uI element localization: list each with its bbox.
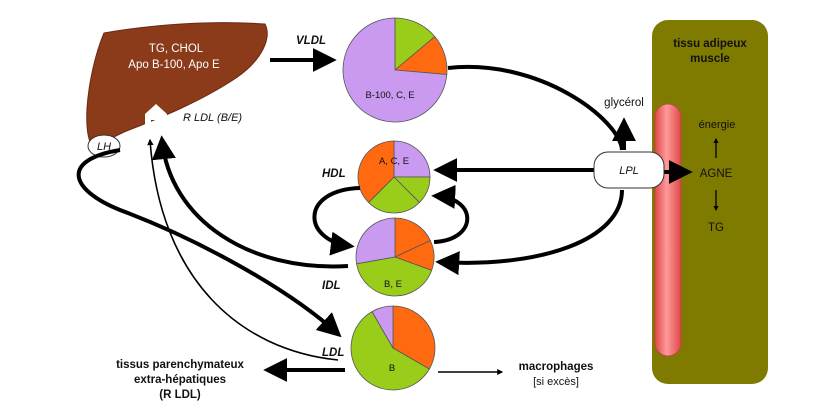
lpl-label: LPL bbox=[619, 165, 639, 177]
liver-shape bbox=[86, 22, 268, 151]
idl-orange-slice bbox=[394, 217, 431, 258]
receptor-label: R LDL (B/E) bbox=[183, 112, 242, 124]
vldl-slice-label: B-100, C, E bbox=[365, 90, 414, 101]
hdl-to-idl-left-loop bbox=[312, 186, 361, 256]
hdl-slice-label: A, C, E bbox=[379, 156, 409, 167]
ldl-green-slice bbox=[350, 311, 430, 391]
idl-slice-label: B, E bbox=[384, 279, 402, 290]
macrophages-line-1: macrophages bbox=[519, 361, 594, 373]
idl-purple-slice bbox=[355, 217, 396, 265]
idl-green-slice bbox=[356, 256, 433, 297]
idl-to-hdl-right-loop bbox=[431, 184, 470, 244]
idl-to-liver-arrow bbox=[151, 135, 349, 269]
lh-loop-to-ldl bbox=[76, 148, 342, 338]
hdl-green-slice bbox=[367, 176, 421, 214]
macrophages-line-2: [si excès] bbox=[533, 376, 579, 388]
ldl-slice-label: B bbox=[389, 363, 395, 374]
tissue-title-1: tissu adipeux bbox=[673, 38, 747, 50]
vldl-purple-slice bbox=[342, 17, 448, 123]
liver-line-1: TG, CHOL bbox=[149, 43, 204, 55]
lpl-to-idl-arrow bbox=[435, 189, 624, 276]
ldl-particle bbox=[350, 305, 436, 391]
vldl-name: VLDL bbox=[296, 35, 326, 47]
tg-label: TG bbox=[708, 222, 724, 234]
ldl-name: LDL bbox=[322, 347, 344, 359]
hdl-particle bbox=[357, 140, 431, 214]
idl-name: IDL bbox=[322, 280, 341, 292]
extrahepatic-line-1: tissus parenchymateux bbox=[116, 359, 244, 371]
vldl-particle bbox=[342, 17, 448, 123]
extrahepatic-line-3: (R LDL) bbox=[159, 389, 201, 401]
extrahepatic-line-2: extra-hépatiques bbox=[134, 374, 226, 386]
glycerol-label: glycérol bbox=[604, 97, 644, 109]
vldl-to-lpl-arc bbox=[447, 64, 624, 151]
tissue-title-2: muscle bbox=[690, 53, 730, 65]
ldl-purple-slice bbox=[371, 305, 394, 350]
ldl-orange-slice bbox=[392, 305, 436, 370]
hdl-name: HDL bbox=[322, 168, 346, 180]
ldl-receptor-icon bbox=[145, 104, 167, 128]
energie-label: énergie bbox=[699, 119, 736, 131]
lpl-enzyme bbox=[593, 151, 665, 189]
hdl-purple-slice bbox=[393, 140, 431, 178]
liver-line-2: Apo B-100, Apo E bbox=[128, 59, 220, 71]
idl-particle bbox=[355, 217, 435, 297]
capillary bbox=[654, 103, 682, 357]
lh-label: LH bbox=[97, 141, 111, 153]
ldl-to-liver-arrow bbox=[147, 138, 339, 361]
hdl-orange-slice bbox=[357, 140, 395, 204]
agne-label: AGNE bbox=[700, 168, 733, 180]
